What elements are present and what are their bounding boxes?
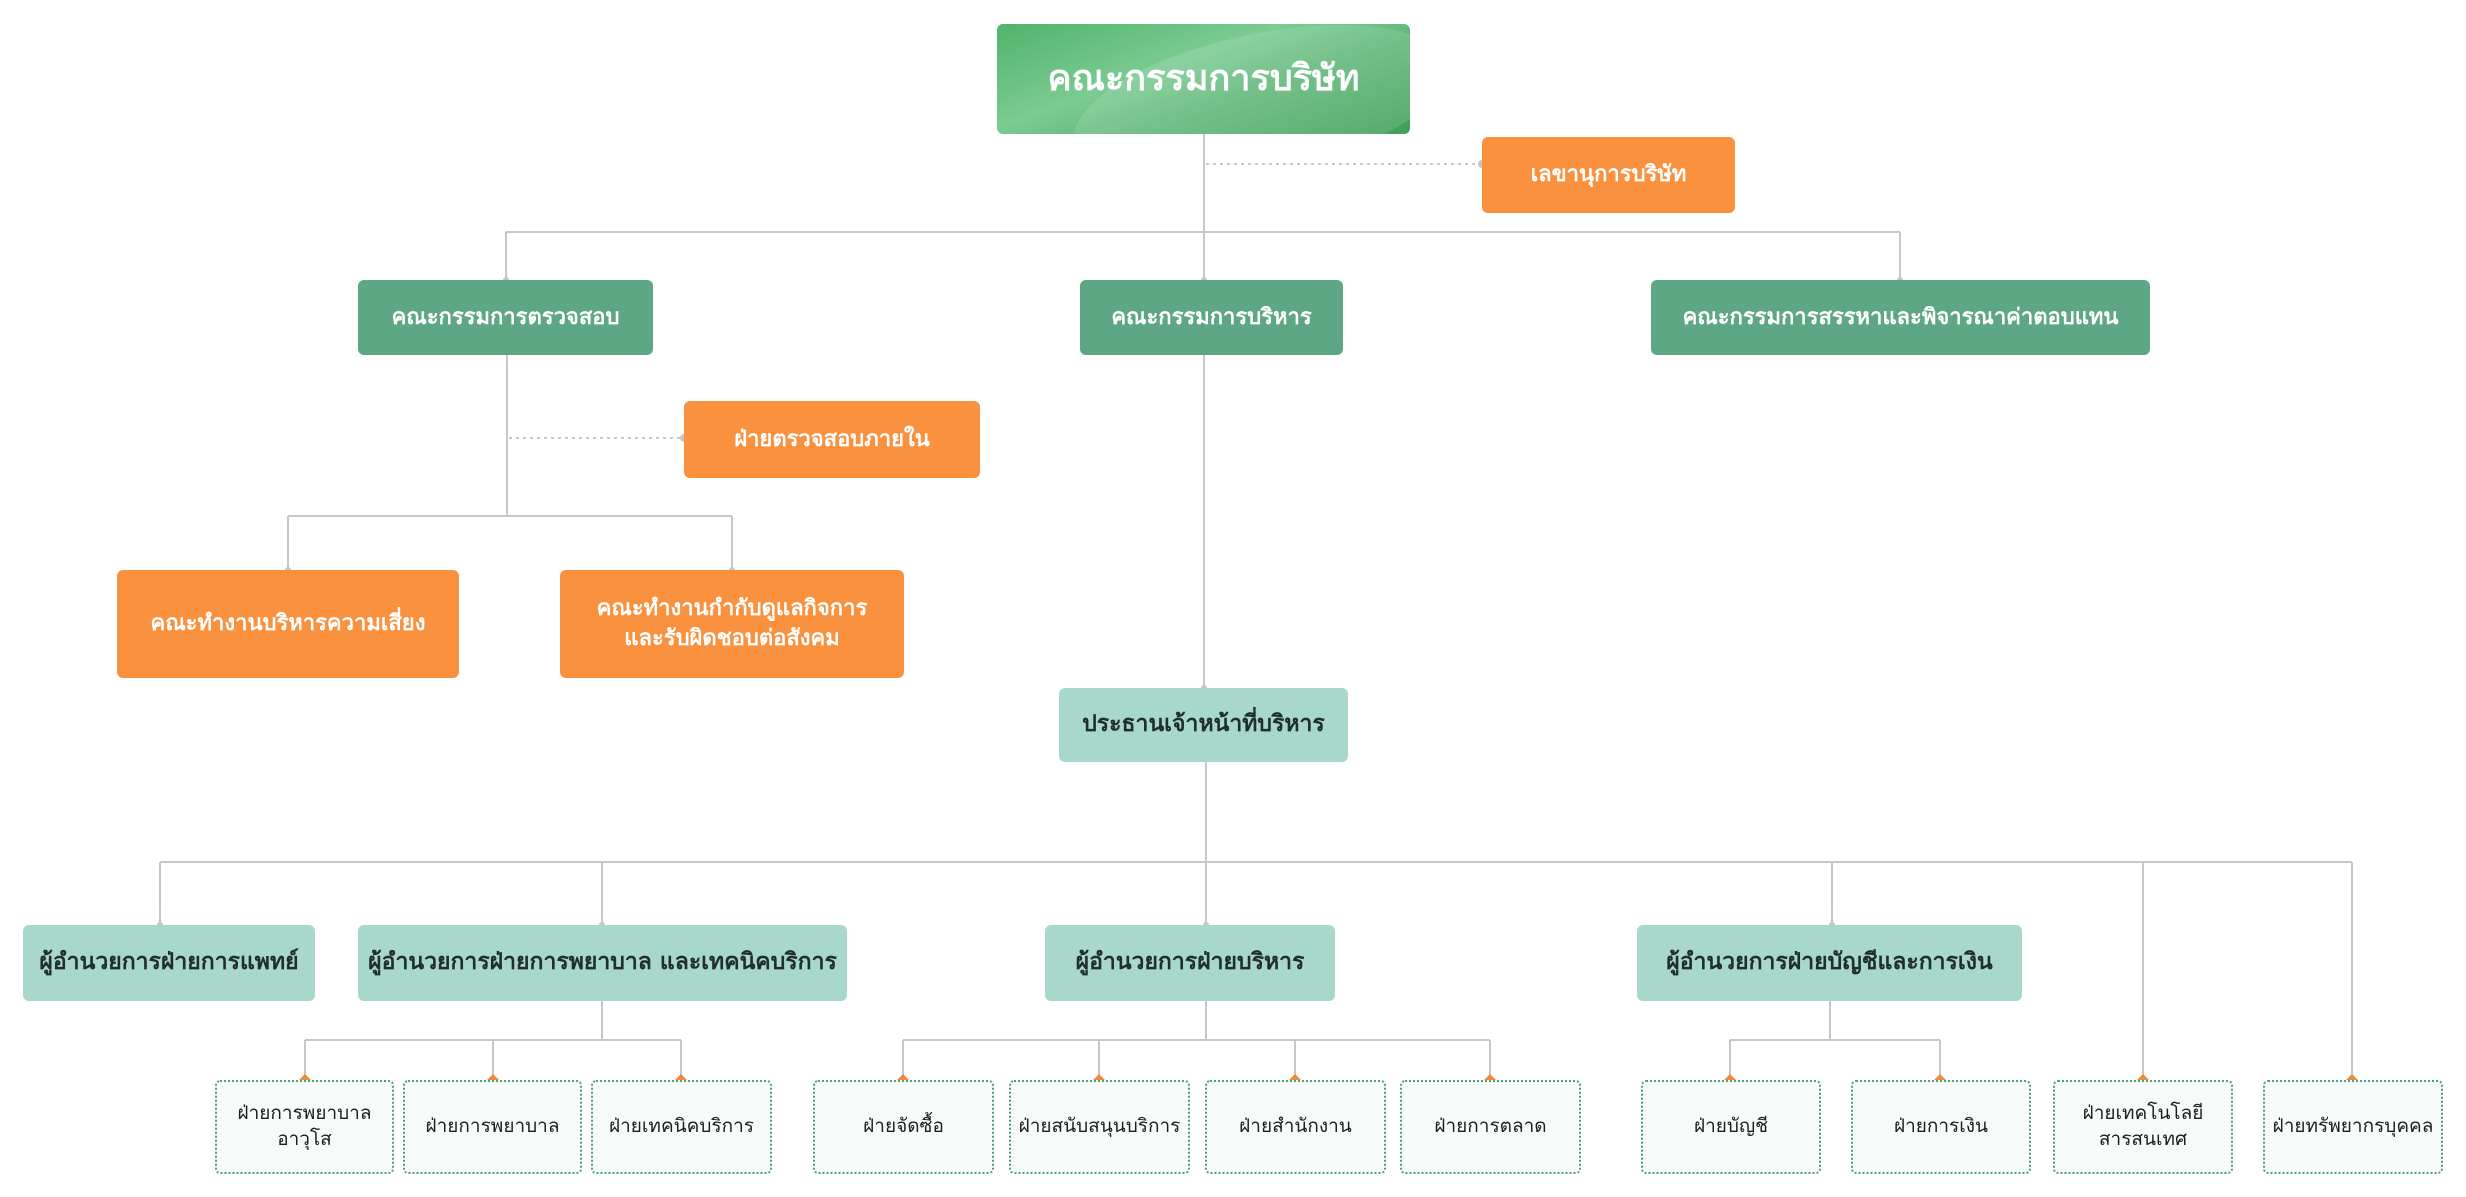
governance-label-line2: และรับผิดชอบต่อสังคม (624, 626, 840, 651)
executive-committee-label: คณะกรรมการบริหาร (1111, 304, 1312, 330)
dept-marketing-label: ฝ่ายการตลาด (1434, 1115, 1547, 1138)
executive-committee-box[interactable]: คณะกรรมการบริหาร (1080, 280, 1343, 355)
audit-committee-box[interactable]: คณะกรรมการตรวจสอบ (358, 280, 653, 355)
governance-working-group-box[interactable]: คณะทำงานกำกับดูแลกิจการ และรับผิดชอบต่อส… (560, 570, 904, 678)
dept-nursing-label: ฝ่ายการพยาบาล (425, 1115, 560, 1138)
dept-human-resources[interactable]: ฝ่ายทรัพยากรบุคคล (2263, 1080, 2443, 1174)
dept-procurement[interactable]: ฝ่ายจัดซื้อ (813, 1080, 994, 1174)
board-of-directors-box[interactable]: คณะกรรมการบริษัท (997, 24, 1410, 134)
dept-technical-services[interactable]: ฝ่ายเทคนิคบริการ (591, 1080, 772, 1174)
dept-senior-nursing-line2: อาวุโส (277, 1128, 332, 1150)
dept-senior-nursing[interactable]: ฝ่ายการพยาบาล อาวุโส (215, 1080, 394, 1174)
secretary-label: เลขานุการบริษัท (1530, 162, 1687, 188)
internal-audit-box[interactable]: ฝ่ายตรวจสอบภายใน (684, 401, 980, 478)
dept-office-label: ฝ่ายสำนักงาน (1239, 1115, 1352, 1138)
audit-committee-label: คณะกรรมการตรวจสอบ (391, 304, 620, 330)
medical-director-label: ผู้อำนวยการฝ่ายการแพทย์ (39, 949, 299, 976)
nursing-director-label: ผู้อำนวยการฝ่ายการพยาบาล และเทคนิคบริการ (368, 949, 837, 976)
dept-finance[interactable]: ฝ่ายการเงิน (1851, 1080, 2031, 1174)
finance-director-box[interactable]: ผู้อำนวยการฝ่ายบัญชีและการเงิน (1637, 925, 2022, 1001)
admin-director-box[interactable]: ผู้อำนวยการฝ่ายบริหาร (1045, 925, 1335, 1001)
nomination-committee-box[interactable]: คณะกรรมการสรรหาและพิจารณาค่าตอบแทน (1651, 280, 2150, 355)
dept-hr-label: ฝ่ายทรัพยากรบุคคล (2272, 1115, 2434, 1138)
dept-finance-label: ฝ่ายการเงิน (1893, 1115, 1989, 1138)
finance-director-label: ผู้อำนวยการฝ่ายบัญชีและการเงิน (1666, 949, 1993, 976)
dept-it-line2: สารสนเทศ (2098, 1128, 2188, 1150)
risk-working-group-box[interactable]: คณะทำงานบริหารความเสี่ยง (117, 570, 459, 678)
dept-nursing[interactable]: ฝ่ายการพยาบาล (403, 1080, 582, 1174)
dept-information-technology[interactable]: ฝ่ายเทคโนโลยี สารสนเทศ (2053, 1080, 2233, 1174)
dept-accounting-label: ฝ่ายบัญชี (1693, 1115, 1769, 1138)
admin-director-label: ผู้อำนวยการฝ่ายบริหาร (1075, 949, 1305, 976)
company-secretary-box[interactable]: เลขานุการบริษัท (1482, 137, 1735, 213)
dept-support-services[interactable]: ฝ่ายสนับสนุนบริการ (1009, 1080, 1190, 1174)
internal-audit-label: ฝ่ายตรวจสอบภายใน (734, 426, 930, 452)
governance-label-line1: คณะทำงานกำกับดูแลกิจการ (596, 596, 868, 622)
nursing-director-box[interactable]: ผู้อำนวยการฝ่ายการพยาบาล และเทคนิคบริการ (358, 925, 847, 1001)
dept-office[interactable]: ฝ่ายสำนักงาน (1205, 1080, 1386, 1174)
board-label: คณะกรรมการบริษัท (1047, 57, 1360, 99)
dept-marketing[interactable]: ฝ่ายการตลาด (1400, 1080, 1581, 1174)
medical-director-box[interactable]: ผู้อำนวยการฝ่ายการแพทย์ (23, 925, 315, 1001)
dept-it-line1: ฝ่ายเทคโนโลยี (2082, 1102, 2204, 1125)
dept-accounting[interactable]: ฝ่ายบัญชี (1641, 1080, 1821, 1174)
ceo-box[interactable]: ประธานเจ้าหน้าที่บริหาร (1059, 688, 1348, 762)
risk-working-group-label: คณะทำงานบริหารความเสี่ยง (150, 611, 426, 637)
ceo-label: ประธานเจ้าหน้าที่บริหาร (1082, 711, 1325, 738)
nomination-committee-label: คณะกรรมการสรรหาและพิจารณาค่าตอบแทน (1682, 304, 2119, 330)
dept-technical-label: ฝ่ายเทคนิคบริการ (608, 1115, 754, 1138)
dept-senior-nursing-line1: ฝ่ายการพยาบาล (237, 1102, 372, 1125)
dept-support-label: ฝ่ายสนับสนุนบริการ (1018, 1115, 1181, 1138)
dept-procurement-label: ฝ่ายจัดซื้อ (863, 1115, 944, 1138)
